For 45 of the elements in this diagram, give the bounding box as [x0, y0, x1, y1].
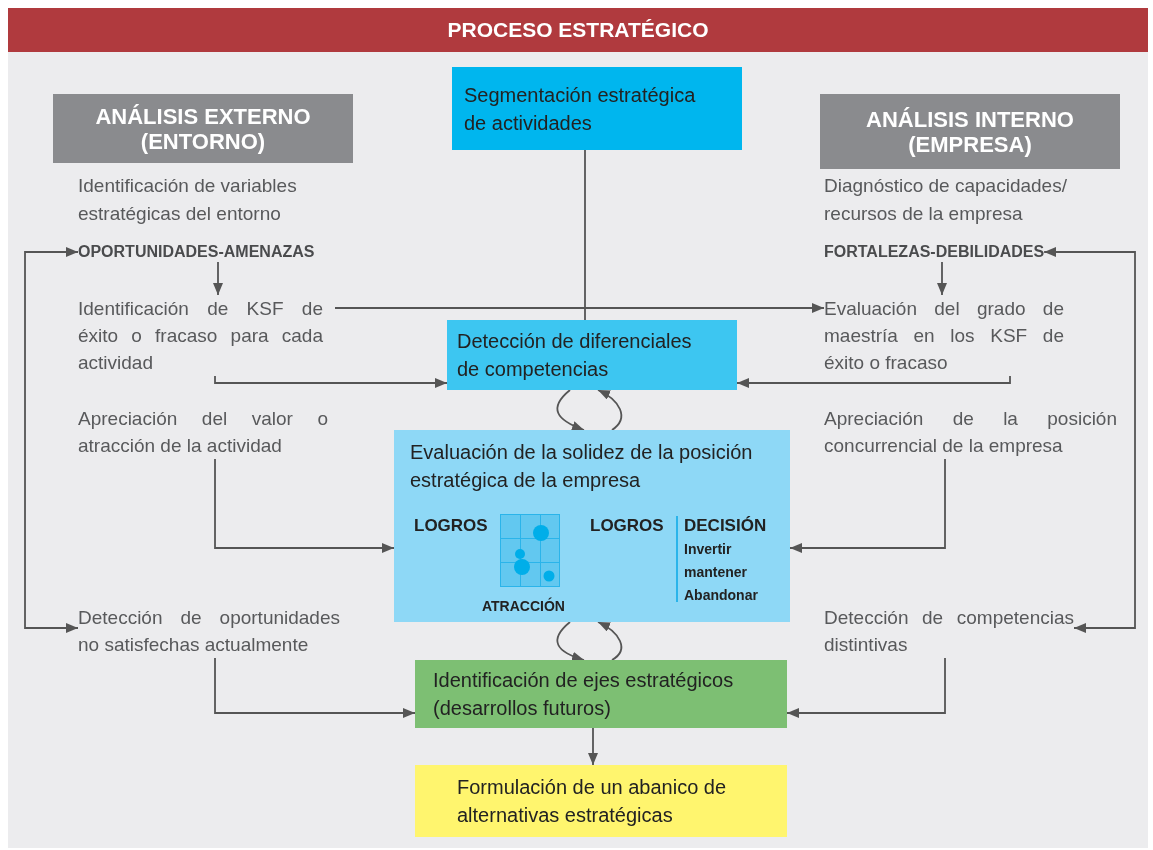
arrow [24, 247, 79, 633]
arrow [334, 303, 825, 313]
header-text: ANÁLISIS EXTERNO (ENTORNO) [94, 103, 312, 154]
arrow [736, 375, 1011, 388]
column-heading: LOGROS [590, 515, 664, 537]
box-text: Identificación de ejes estratégicos (desarrollos futuros) [433, 668, 735, 721]
arrow [214, 657, 416, 718]
box-text: Detección de diferenciales de competencias [457, 329, 693, 382]
arrow [556, 621, 585, 662]
arrow [214, 375, 448, 388]
arrow [214, 458, 395, 553]
axis-label: ATRACCIÓN [482, 596, 565, 616]
step-text: Apreciación de la posición concurrencial de la empresa [824, 405, 1117, 459]
arrow [588, 727, 598, 766]
box-text: Evaluación de la solidez de la posición estratégica de la empresa [410, 440, 754, 493]
arrow [597, 389, 623, 431]
step-text: OPORTUNIDADES-AMENAZAS [78, 242, 315, 262]
arrow [213, 261, 223, 296]
box-text: Segmentación estratégica de actividades [464, 82, 697, 136]
step-text: Apreciación del valor o atracción de la actividad [78, 405, 328, 459]
step-text: Identificación de KSF de éxito o fracaso para cada actividad [78, 295, 335, 376]
process-box [415, 765, 787, 837]
step-text: Detección de competencias distintivas [824, 604, 1074, 658]
column-heading: DECISIÓN [684, 515, 767, 537]
process-box [415, 660, 787, 728]
section-header [53, 94, 353, 163]
box-text: Formulación de un abanico de alternativas estratégicas [457, 775, 728, 828]
arrow [1043, 247, 1136, 633]
process-box [452, 67, 742, 150]
arrow [597, 621, 623, 661]
arrow [937, 261, 947, 296]
arrow [556, 389, 585, 431]
step-text: Detección de oportunidades no satisfechas actualmente [78, 604, 340, 658]
axis-label: LOGROS [414, 515, 488, 537]
process-box [394, 430, 790, 622]
step-text: FORTALEZAS-DEBILIDADES [824, 242, 1045, 262]
description-text: Diagnóstico de capacidades/ recursos de la empresa [824, 174, 1068, 226]
description-text: Identificación de variables estratégicas del entorno [78, 174, 298, 226]
section-header [820, 94, 1120, 169]
step-text: Evaluación del grado de maestría en los KSF de éxito o fracaso [824, 295, 1064, 376]
arrow [786, 657, 946, 718]
header-text: ANÁLISIS INTERNO (EMPRESA) [865, 106, 1075, 157]
arrow [789, 458, 946, 553]
process-box [447, 320, 737, 390]
title-text: PROCESO ESTRATÉGICO [447, 18, 709, 42]
